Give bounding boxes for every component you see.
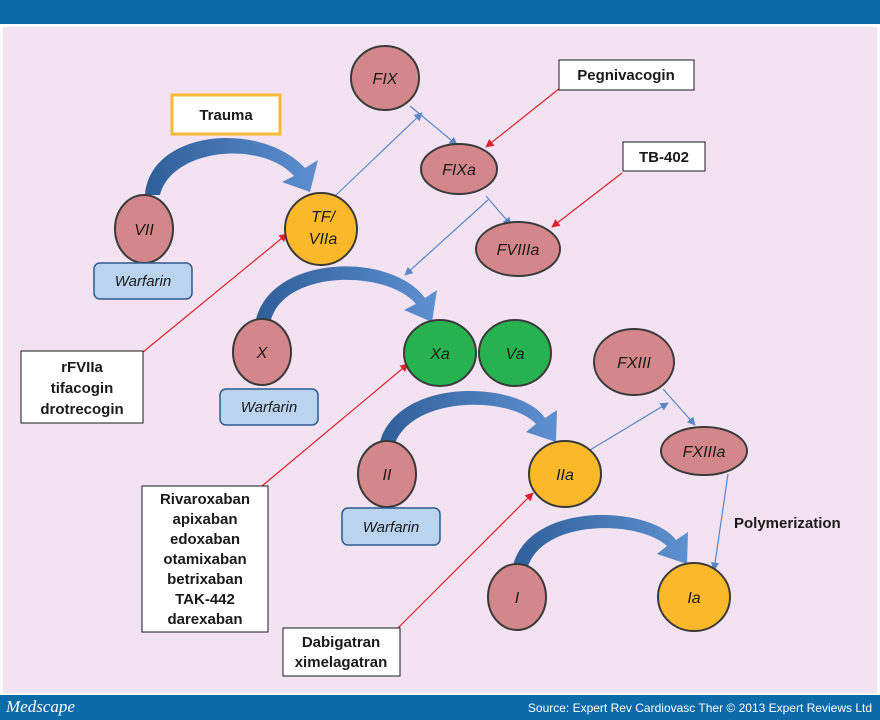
rfviia-line2: tifacogin [51,380,114,397]
trauma-box: Trauma [170,93,282,136]
xa-inhibitor-1: Rivaroxaban [160,491,250,508]
node-fxiii-label: FXIII [617,355,651,372]
node-xa-label: Xa [429,346,450,363]
node-va-label: Va [506,346,525,363]
node-tf-viia-line2: VIIa [309,231,338,248]
thrombin-inhibitor-1: Dabigatran [302,634,380,651]
curved-arrows [145,137,688,570]
arrow-fixa-to-fviiia [485,195,512,226]
node-iia-label: IIa [556,467,574,484]
node-fix: FIX [350,45,420,111]
warfarin-boxes: Warfarin Warfarin Warfarin [93,262,441,546]
node-fviiia: FVIIIa [475,221,561,277]
node-va: Va [478,319,552,387]
node-tf-viia-line1: TF/ [311,209,337,226]
source-citation: Source: Expert Rev Cardiovasc Ther © 201… [527,701,872,715]
warfarin-box-x: Warfarin [219,388,319,426]
arrow-tb402-to-fviiia [551,172,623,228]
thrombin-inhibitor-2: ximelagatran [295,654,388,671]
node-iia: IIa [528,440,602,508]
xa-inhibitor-5: betrixaban [167,571,243,588]
xa-inhibitor-2: apixaban [172,511,237,528]
thrombin-inhibitors-box: Dabigatran ximelagatran [282,627,401,677]
warfarin-label-vii: Warfarin [115,273,171,290]
xa-inhibitors-box: Rivaroxaban apixaban edoxaban otamixaban… [141,485,269,633]
pegnivacogin-box: Pegnivacogin [558,59,695,91]
arrow-fxiii-to-fxiiia [662,388,696,426]
node-vii: VII [114,194,174,264]
footer-bar: Medscape Source: Expert Rev Cardiovasc T… [0,695,880,720]
rfviia-line3: drotrecogin [40,401,123,418]
node-ii: II [357,440,417,508]
curved-arrow-ii-to-iia [378,391,557,450]
arrow-xa-inhibitors-to-xa [261,363,409,487]
node-xa: Xa [403,319,477,387]
rfviia-line1: rFVIIa [61,359,103,376]
node-fxiiia-label: FXIIIa [683,444,726,461]
arrow-fxiiia-to-ia [710,473,729,571]
rfviia-box: rFVIIa tifacogin drotrecogin [20,350,144,424]
drug-boxes: Trauma Pegnivacogin TB-402 rFVIIa tifaco… [20,59,706,677]
node-ia: Ia [657,562,731,632]
arrow-dabigatran-to-iia [397,492,534,629]
curved-arrow-x-to-xa [255,266,437,325]
node-fix-label: FIX [373,71,399,88]
node-x: X [232,318,292,386]
node-fixa-label: FIXa [442,162,476,179]
node-x-label: X [256,345,269,362]
factor-nodes: VII TF/ VIIa FIX FIXa FVIIIa X Xa [114,45,748,632]
medscape-logo[interactable]: Medscape [6,697,75,716]
node-fviiia-label: FVIIIa [497,242,540,259]
warfarin-box-ii: Warfarin [341,507,441,546]
pathway-arrows [334,105,729,571]
xa-inhibitor-4: otamixaban [163,551,246,568]
warfarin-box-vii: Warfarin [93,262,193,300]
arrow-pegnivacogin-to-fixa [485,87,561,148]
node-ia-label: Ia [687,590,700,607]
xa-inhibitor-3: edoxaban [170,531,240,548]
node-vii-label: VII [134,222,154,239]
node-ii-label: II [383,467,392,484]
curved-arrow-i-to-ia [512,515,688,570]
polymerization-label: Polymerization [734,515,841,532]
warfarin-label-ii: Warfarin [363,519,419,536]
arrow-fix-to-fixa [409,105,458,146]
tb402-label: TB-402 [639,149,689,166]
xa-inhibitor-6: TAK-442 [175,591,235,608]
xa-inhibitor-7: darexaban [167,611,242,628]
node-i-label: I [515,590,520,607]
inhibitor-arrows [142,87,623,629]
arrow-rfviia-to-tfviia [142,233,288,353]
trauma-label: Trauma [199,107,253,124]
warfarin-label-x: Warfarin [241,399,297,416]
header-bar [0,0,880,24]
tb402-box: TB-402 [622,141,706,172]
arrow-tfviia-to-fix [334,112,423,197]
arrow-iia-to-fxiii [589,402,669,451]
node-fxiii: FXIII [593,328,675,396]
node-i: I [487,563,547,631]
node-fxiiia: FXIIIa [660,426,748,476]
node-tf-viia: TF/ VIIa [284,192,358,266]
node-fixa: FIXa [420,143,498,195]
arrow-fixa-to-xa [404,199,489,276]
pegnivacogin-label: Pegnivacogin [577,67,675,84]
curved-arrow-vii-to-tfviia [145,137,318,195]
